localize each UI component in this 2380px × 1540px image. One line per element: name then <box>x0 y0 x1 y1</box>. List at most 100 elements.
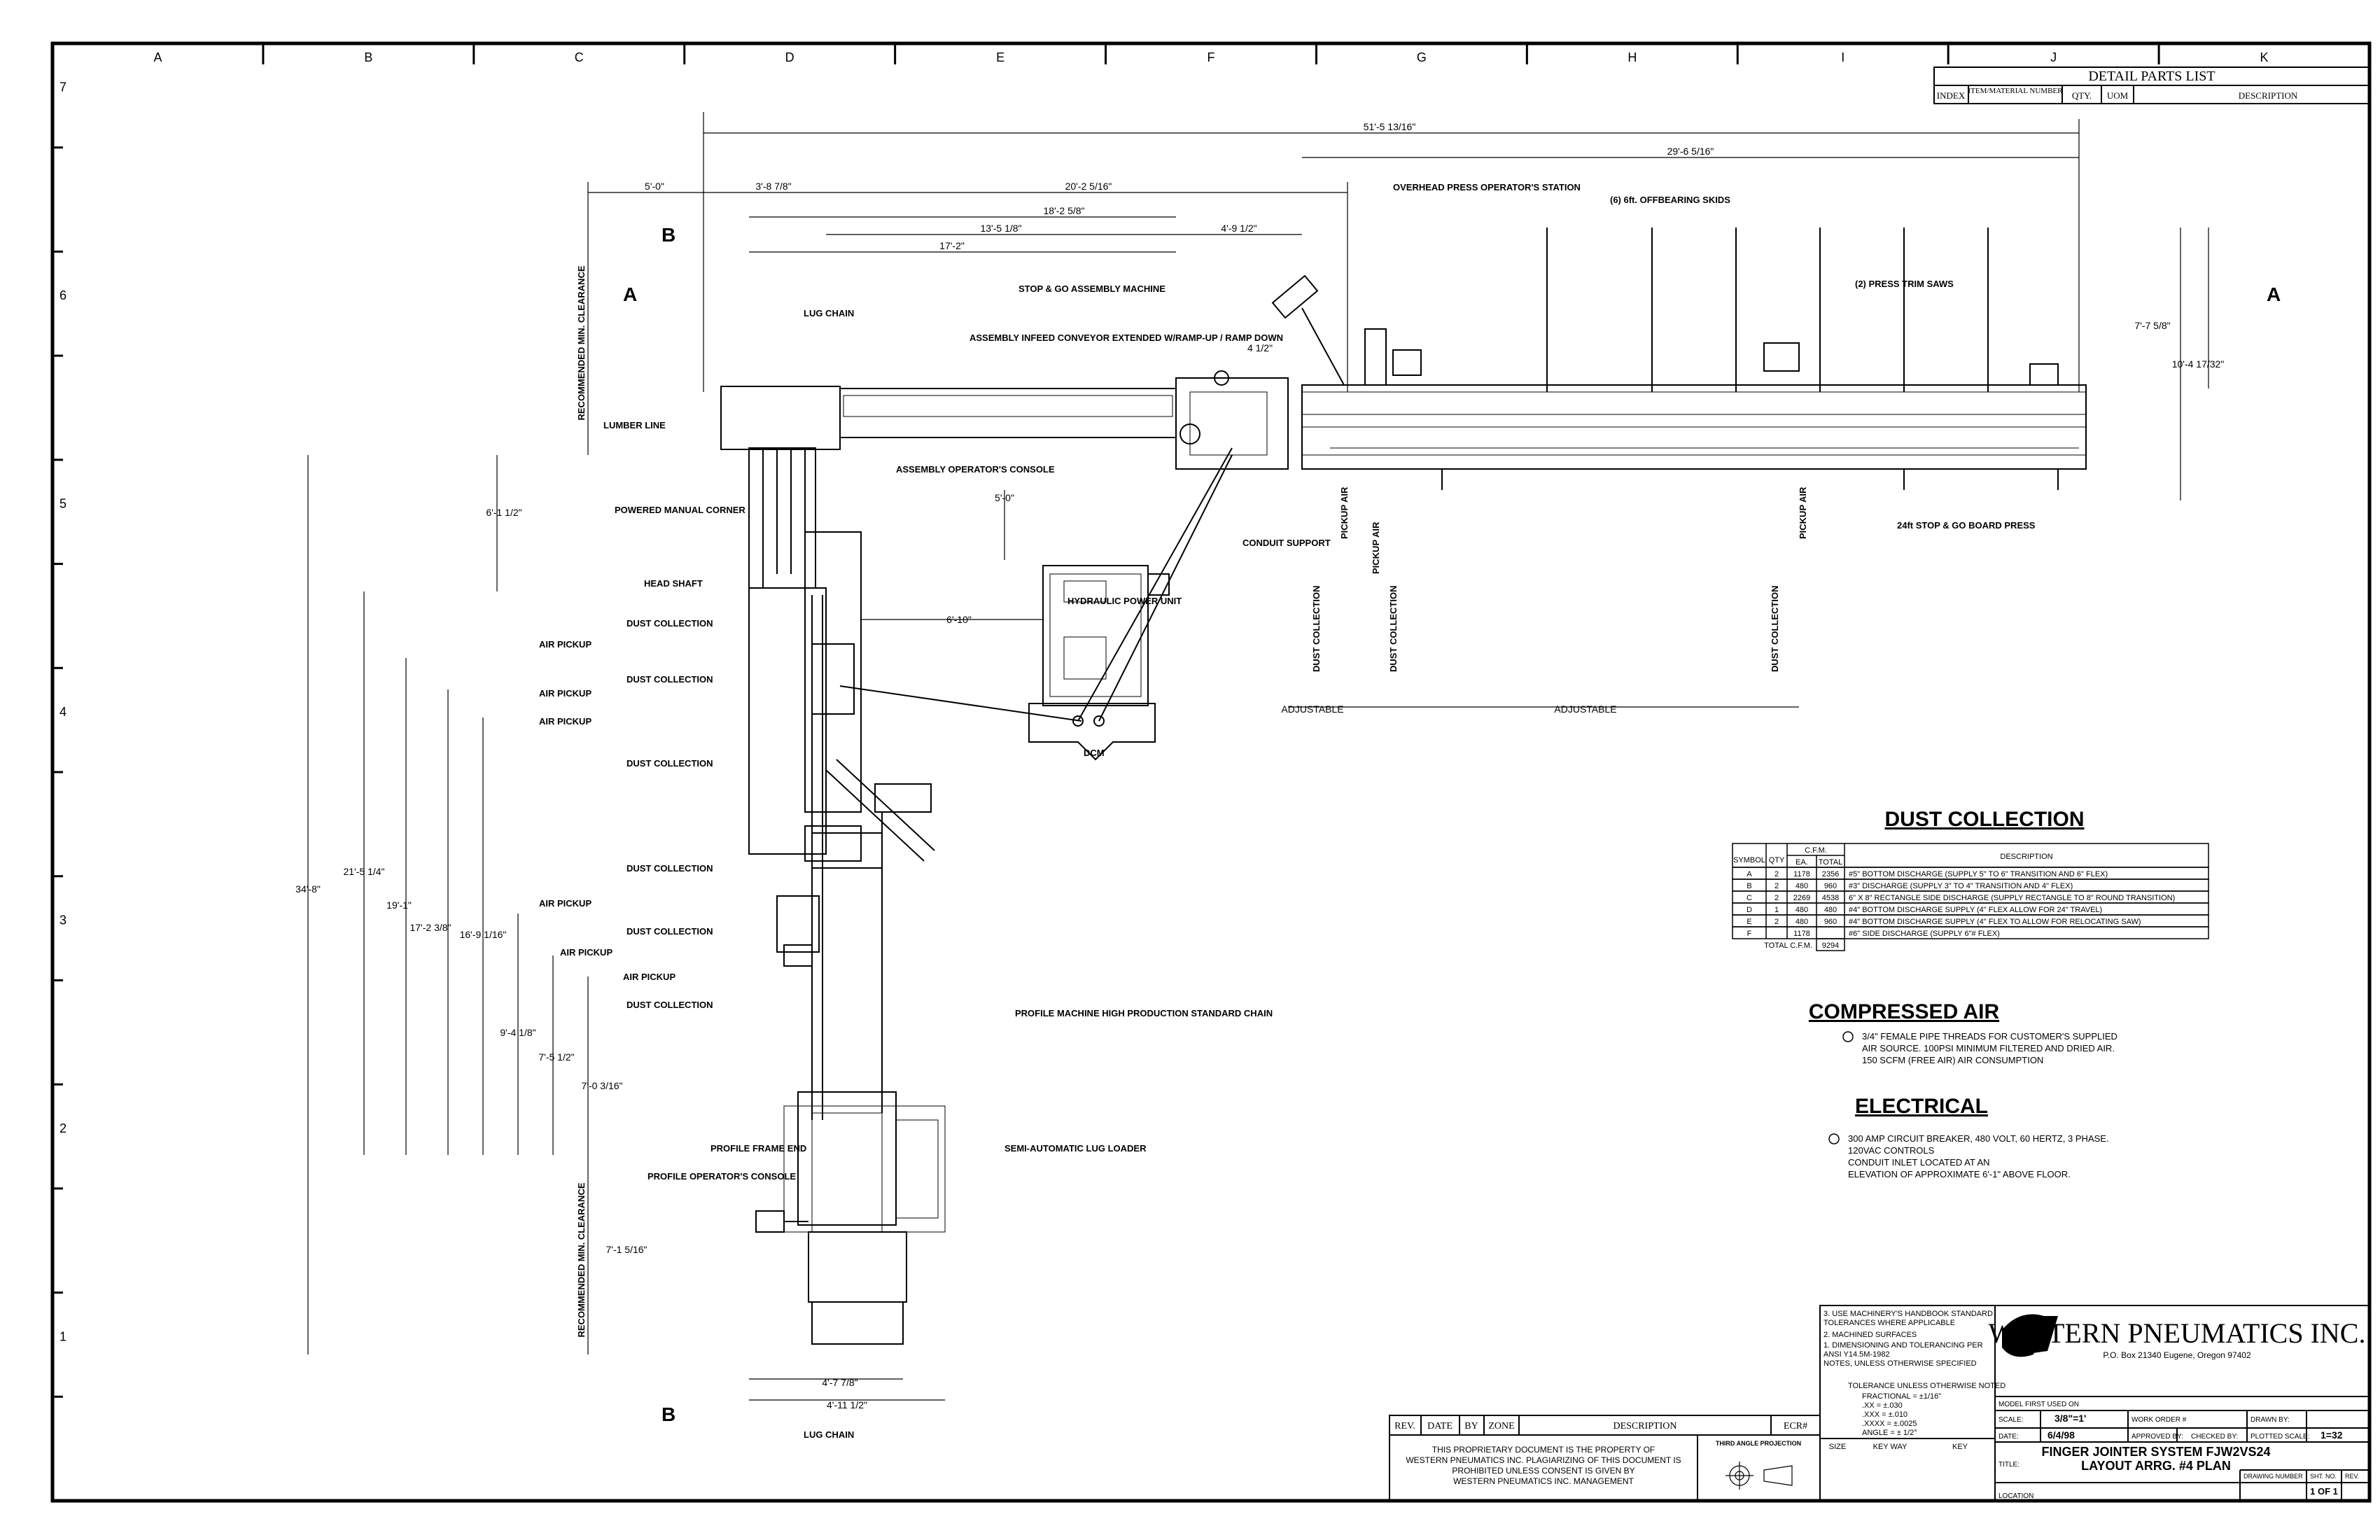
air-pickup-5: AIR PICKUP <box>560 947 612 958</box>
dim-21-5: 21'-5 1/4" <box>343 866 384 877</box>
note-1: 3. USE MACHINERY'S HANDBOOK STANDARD <box>1823 1310 1993 1318</box>
compressed-air-title: COMPRESSED AIR <box>1809 1000 2000 1023</box>
board-press-label: 24ft STOP & GO BOARD PRESS <box>1897 520 2036 531</box>
keyway-keyway: KEY WAY <box>1873 1443 1907 1451</box>
stop-go-machine <box>1175 377 1289 470</box>
dim-9-4: 9'-4 1/8" <box>500 1027 536 1038</box>
offbearing-skids <box>1546 227 1989 392</box>
elec-line-4: ELEVATION OF APPROXIMATE 6'-1" ABOVE FLO… <box>1848 1169 2071 1180</box>
dim-7-5: 7'-5 1/2" <box>538 1051 574 1063</box>
dcm-unit <box>1028 703 1156 761</box>
dim-13-5: 13'-5 1/8" <box>980 223 1021 234</box>
dust-collection-v1: DUST COLLECTION <box>1311 586 1322 673</box>
dust-table-cell: 2 <box>1774 870 1779 878</box>
tol-6: ANGLE = ± 1/2° <box>1862 1429 1917 1437</box>
section-markers: B A A B <box>623 224 2281 1425</box>
checked-label: CHECKED BY: <box>2191 1433 2238 1441</box>
dust-collection-a2: DUST COLLECTION <box>626 1000 713 1010</box>
rec-clearance-top: RECOMMENDED MIN. CLEARANCE <box>576 265 587 420</box>
dust-table-cell: 480 <box>1795 882 1808 890</box>
dim-10-4: 10'-4 17/32" <box>2172 358 2225 370</box>
dust-table-cell: #4" BOTTOM DISCHARGE SUPPLY (4" FLEX TO … <box>1849 918 2141 926</box>
dim-19-1: 19'-1" <box>386 899 412 911</box>
title-block-text: 3. USE MACHINERY'S HANDBOOK STANDARD TOL… <box>1394 1310 2365 1500</box>
dust-table-cell: 1178 <box>1793 870 1810 878</box>
grid-row-label: 5 <box>59 497 66 511</box>
dust-table-row <box>1732 926 2209 939</box>
drawing-title-1: FINGER JOINTER SYSTEM FJW2VS24 <box>2041 1445 2270 1459</box>
proprietary-4: WESTERN PNEUMATICS INC. MANAGEMENT <box>1453 1476 1634 1486</box>
drawing-number-label: DRAWING NUMBER <box>2244 1473 2303 1480</box>
dust-table-cell: TOTAL <box>1819 858 1842 867</box>
ecr-header: ECR# <box>1784 1421 1807 1432</box>
dust-table-cell: EA. <box>1795 858 1808 867</box>
keyway-size: SIZE <box>1829 1443 1846 1451</box>
air-symbol-icon <box>1842 1031 1854 1042</box>
powered-manual-corner-label: POWERED MANUAL CORNER <box>615 505 746 515</box>
dust-table-cell: 1178 <box>1793 930 1810 938</box>
plotted-value: 1=32 <box>2320 1429 2343 1441</box>
air-pickup-2: AIR PICKUP <box>539 688 592 699</box>
rec-clearance-bottom: RECOMMENDED MIN. CLEARANCE <box>576 1182 587 1337</box>
detail-parts-list: DETAIL PARTS LIST INDEX ITEM/MATERIAL NU… <box>1933 66 2370 104</box>
grid-column-label: K <box>2260 50 2269 64</box>
elec-line-1: 300 AMP CIRCUIT BREAKER, 480 VOLT, 60 HE… <box>1848 1133 2109 1144</box>
parts-list-title: DETAIL PARTS LIST <box>2088 69 2215 84</box>
pickup-air-3: PICKUP AIR <box>1798 486 1808 539</box>
dim-overall: 51'-5 13/16" <box>1364 121 1416 132</box>
air-pickup-6: AIR PICKUP <box>623 972 676 982</box>
note-2: TOLERANCES WHERE APPLICABLE <box>1823 1319 1955 1327</box>
grid-column-label: H <box>1628 50 1637 64</box>
dimension-lines <box>307 112 2209 1401</box>
tol-1: TOLERANCE UNLESS OTHERWISE NOTED <box>1848 1382 2005 1390</box>
dim-adjustable-1: ADJUSTABLE <box>1281 704 1343 715</box>
note-6: NOTES, UNLESS OTHERWISE SPECIFIED <box>1823 1359 1977 1368</box>
offbearing-label: (6) 6ft. OFFBEARING SKIDS <box>1610 195 1730 205</box>
tol-3: .XX = ±.030 <box>1862 1401 1903 1410</box>
grid-column-label: A <box>153 50 162 64</box>
air-line-3: 150 SCFM (FREE AIR) AIR CONSUMPTION <box>1862 1055 2043 1065</box>
zone-header: ZONE <box>1488 1421 1514 1432</box>
dust-collection-a1: DUST COLLECTION <box>626 758 713 769</box>
dim-16-9: 16'-9 1/16" <box>460 929 507 940</box>
dust-table-cell: 1 <box>1774 906 1779 914</box>
section-a-left: A <box>623 284 637 305</box>
parts-header-index: INDEX <box>1937 90 1966 101</box>
sheet-number: 1 OF 1 <box>2310 1486 2338 1497</box>
profile-frame-end-label: PROFILE FRAME END <box>710 1143 806 1154</box>
profile-console-label: PROFILE OPERATOR'S CONSOLE <box>648 1171 796 1182</box>
note-5: ANSI Y14.5M-1982 <box>1823 1350 1890 1359</box>
grid-column-label: G <box>1417 50 1427 64</box>
dust-table-cell: 2269 <box>1793 894 1810 902</box>
proprietary-3: PROHIBITED UNLESS CONSENT IS GIVEN BY <box>1452 1466 1634 1476</box>
elec-line-2: 120VAC CONTROLS <box>1848 1145 1935 1156</box>
lumber-line-label: LUMBER LINE <box>603 420 666 430</box>
drawing-title-2: LAYOUT ARRG. #4 PLAN <box>2081 1459 2231 1473</box>
dim-6-1: 6'-1 1/2" <box>486 507 522 518</box>
dust-table-cell: D <box>1746 906 1752 914</box>
overhead-press-label: OVERHEAD PRESS OPERATOR'S STATION <box>1393 182 1581 192</box>
dust-table-cell: 480 <box>1795 906 1808 914</box>
grid-column-label: J <box>2050 50 2057 64</box>
dust-table-cell: 960 <box>1824 918 1837 926</box>
dim-4-7: 4'-7 7/8" <box>822 1377 858 1388</box>
dust-collection-b1: DUST COLLECTION <box>626 674 713 685</box>
dust-table-cell: 2 <box>1774 918 1779 926</box>
dust-table-cell: C.F.M. <box>1805 846 1827 855</box>
grid-column-label: E <box>996 50 1004 64</box>
dim-17-2b: 17'-2 3/8" <box>410 922 451 933</box>
grid-row-label: 6 <box>59 288 66 302</box>
hydraulic-power-unit <box>1042 565 1149 706</box>
grid-row-label: 2 <box>59 1121 66 1135</box>
section-b-top: B <box>662 224 676 246</box>
note-4: 1. DIMENSIONING AND TOLERANCING PER <box>1823 1341 1983 1350</box>
grid-row-label: 4 <box>59 705 66 719</box>
dimension-texts: 51'-5 13/16" 29'-6 5/16" 5'-0" 3'-8 7/8"… <box>295 121 2224 1410</box>
dust-collection-b2: DUST COLLECTION <box>626 926 713 937</box>
pickup-air-1: PICKUP AIR <box>1339 486 1350 539</box>
dust-collection-c: DUST COLLECTION <box>626 863 713 874</box>
description-header: DESCRIPTION <box>1613 1421 1676 1432</box>
profile-machine-label: PROFILE MACHINE HIGH PRODUCTION STANDARD… <box>1015 1008 1273 1018</box>
dust-collection-v3: DUST COLLECTION <box>1770 586 1780 673</box>
